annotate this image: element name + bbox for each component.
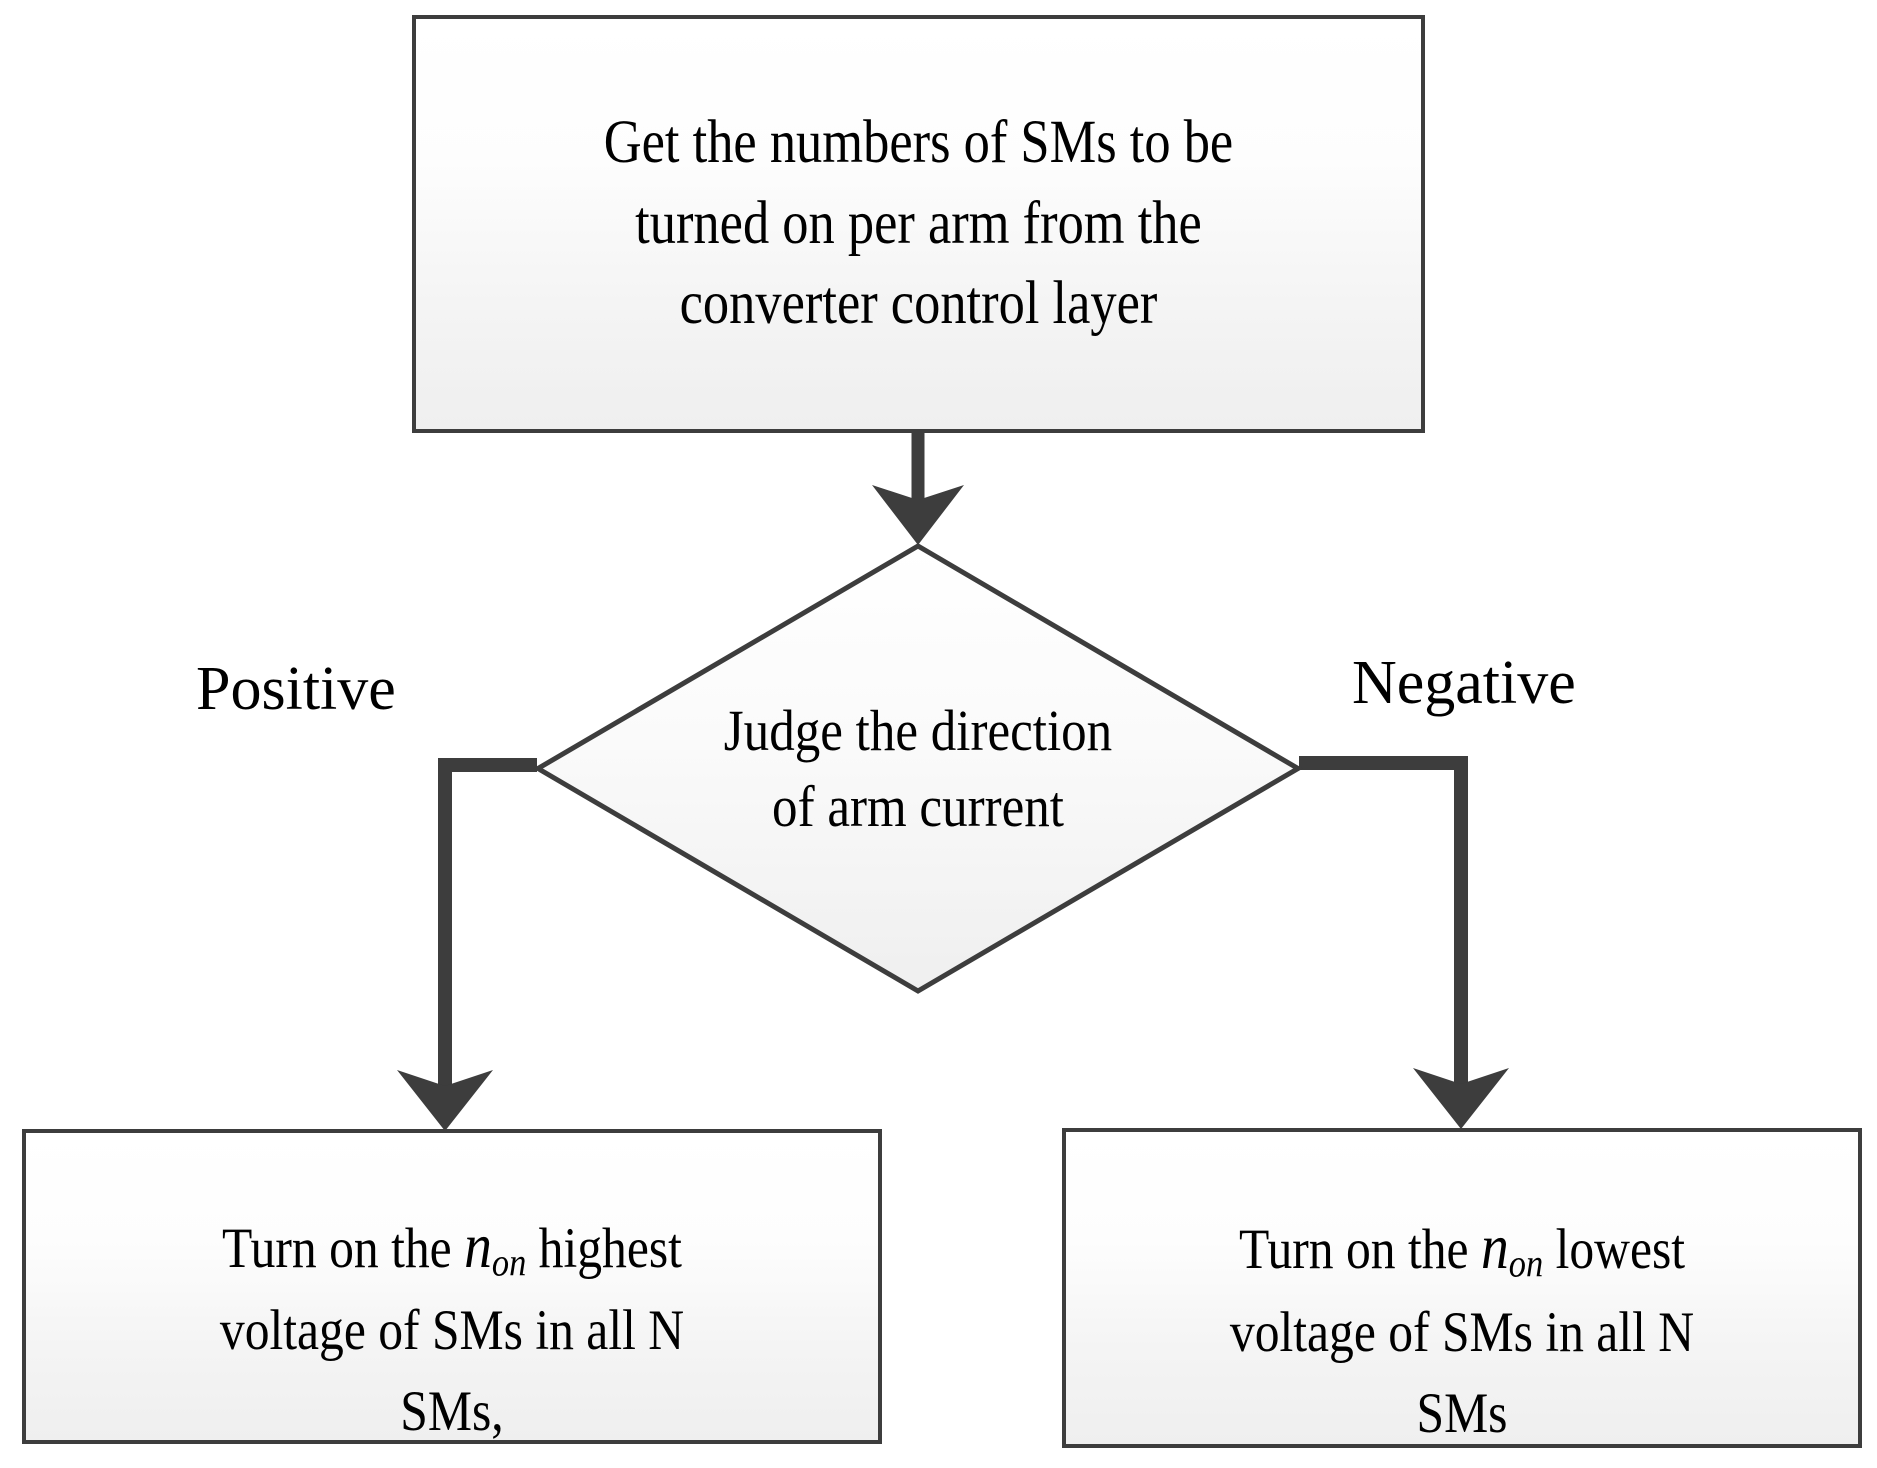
node-turn-on-highest[interactable]: Turn on the non highest voltage of SMs i…	[22, 1129, 882, 1444]
variable-n-on-right: non	[1480, 1211, 1543, 1286]
arrow-decision-to-negative	[1299, 756, 1509, 1129]
node-get-sm-numbers-label: Get the numbers of SMs to be turned on p…	[603, 109, 1234, 338]
node-turn-on-highest-text-before: Turn on the	[222, 1216, 465, 1280]
edge-label-negative: Negative	[1352, 649, 1576, 717]
node-turn-on-highest-text-after: highest voltage of SMs in all N SMs,	[219, 1216, 685, 1444]
node-judge-current-direction[interactable]: Judge the direction of arm current	[533, 541, 1303, 996]
variable-subscript-on-right: on	[1508, 1241, 1544, 1286]
node-turn-on-highest-label: Turn on the non highest voltage of SMs i…	[81, 1120, 822, 1453]
edge-label-positive: Positive	[196, 655, 396, 723]
node-turn-on-lowest-label: Turn on the non lowest voltage of SMs in…	[1117, 1121, 1806, 1454]
variable-subscript-on-left: on	[491, 1240, 527, 1285]
variable-n-right: n	[1480, 1211, 1509, 1283]
node-turn-on-lowest[interactable]: Turn on the non lowest voltage of SMs in…	[1062, 1128, 1862, 1448]
variable-n-left: n	[464, 1209, 492, 1281]
arrow-decision-to-positive	[397, 758, 537, 1131]
node-turn-on-lowest-text-before: Turn on the	[1238, 1218, 1481, 1282]
diamond-shape	[533, 543, 1303, 994]
node-get-sm-numbers[interactable]: Get the numbers of SMs to be turned on p…	[412, 15, 1425, 433]
variable-n-on-left: non	[464, 1209, 527, 1285]
arrow-start-to-decision	[872, 433, 964, 545]
node-turn-on-lowest-text-after: lowest voltage of SMs in all N SMs	[1229, 1218, 1695, 1445]
